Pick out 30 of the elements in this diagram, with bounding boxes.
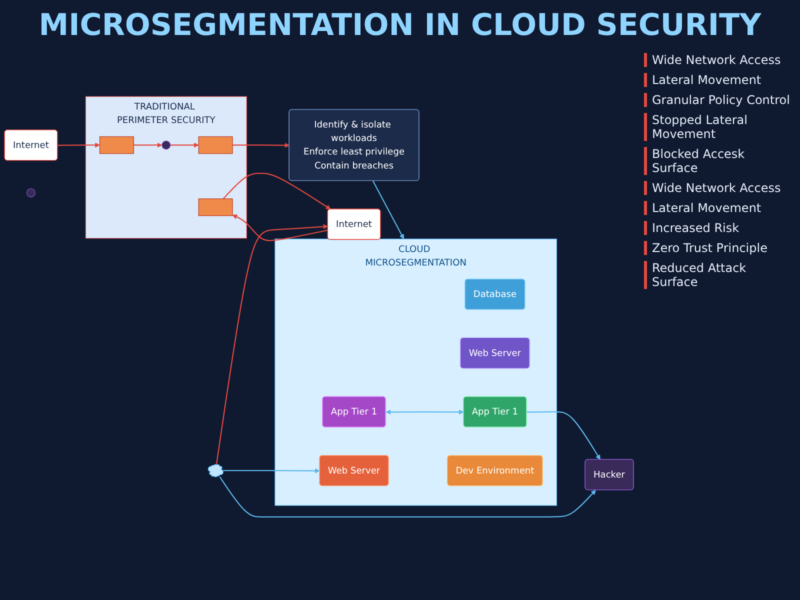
node-cloud [208,464,224,478]
arrow [170,142,199,148]
title: MICROSEGMENTATION IN CLOUD SECURITY [38,7,762,45]
arrow [386,410,464,415]
arrow [134,142,162,148]
arrow [372,180,404,240]
arrow [58,142,100,148]
annotation: Lateral Movement [644,73,794,87]
node-box [198,198,233,216]
annotation: Increased Risk [644,221,794,235]
cluster: TRADITIONAL PERIMETER SECURITY [85,96,247,239]
arrow [232,214,328,242]
annotation: Granular Policy Control [644,93,794,107]
annotation: Stopped Lateral Movement [644,113,794,141]
arrow [232,143,290,148]
arrow [222,173,331,210]
annotation: Lateral Movement [644,201,794,215]
arrow [223,468,320,474]
node-box [198,136,233,154]
annotation: Reduced Attack Surface [644,261,794,289]
annotation: Wide Network Access [644,53,794,67]
node-person [26,188,36,198]
arrow [219,476,596,518]
arrow [526,412,600,460]
arrow [216,224,328,465]
node-person [162,140,171,150]
annotation: Zero Trust Principle [644,241,794,255]
annotation: Wide Network Access [644,181,794,195]
annotation: Blocked Accesk Surface [644,147,794,175]
node-box [99,136,134,154]
